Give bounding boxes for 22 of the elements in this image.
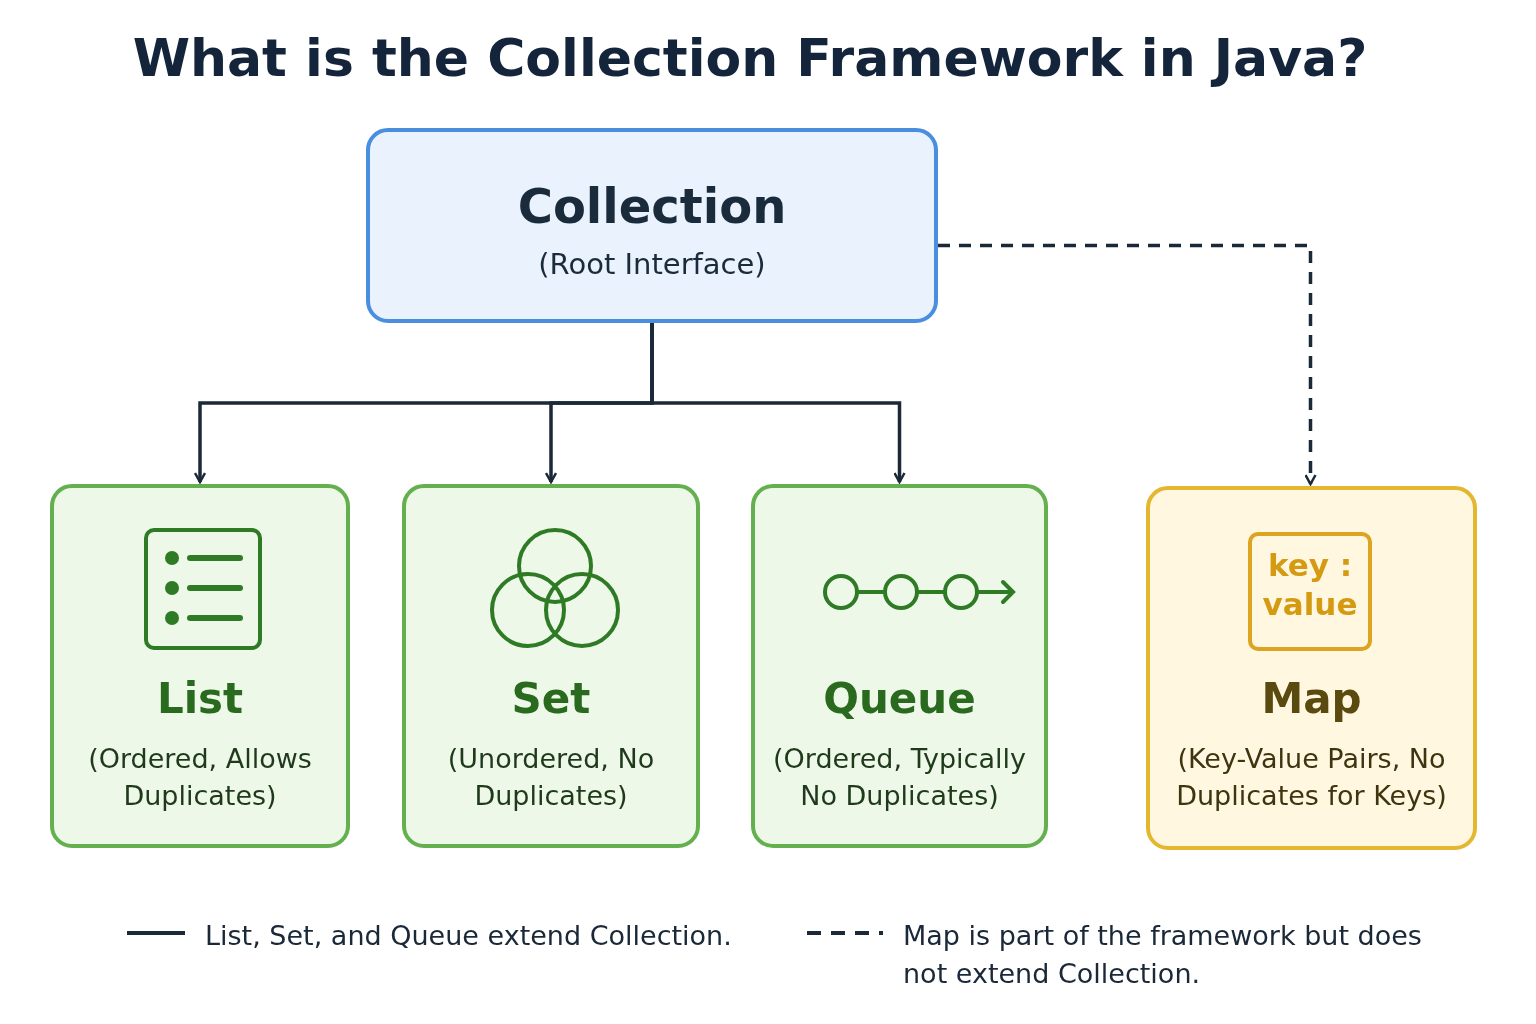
title: What is the Collection Framework in Java? bbox=[131, 28, 1369, 88]
node-heading: Set bbox=[511, 673, 591, 725]
legend-text: Map is part of the framework but does not extend Collection. bbox=[903, 919, 1423, 991]
dashed-arrow bbox=[938, 243, 1317, 486]
interface-card bbox=[751, 484, 1048, 848]
interface-card bbox=[402, 484, 700, 848]
map-card bbox=[1146, 486, 1477, 850]
node-heading: Queue bbox=[823, 673, 976, 725]
interface-box bbox=[366, 128, 938, 323]
node-description: (Ordered, Typically No Duplicates) bbox=[772, 741, 1027, 814]
node-heading: List bbox=[156, 673, 244, 725]
node-heading: Map bbox=[1261, 673, 1362, 725]
interface-card bbox=[50, 484, 350, 848]
node-description: (Root Interface) bbox=[538, 246, 766, 283]
node-heading: Collection bbox=[517, 177, 787, 236]
node-description: (Ordered, Allows Duplicates) bbox=[87, 741, 313, 814]
node-description: (Unordered, No Duplicates) bbox=[446, 741, 656, 814]
key-value-text: key : value bbox=[1261, 546, 1359, 624]
node-description: (Key-Value Pairs, No Duplicates for Keys) bbox=[1175, 741, 1448, 814]
legend-text: List, Set, and Queue extend Collection. bbox=[205, 919, 733, 953]
arrow bbox=[650, 323, 906, 484]
key-value-box bbox=[1248, 532, 1372, 651]
